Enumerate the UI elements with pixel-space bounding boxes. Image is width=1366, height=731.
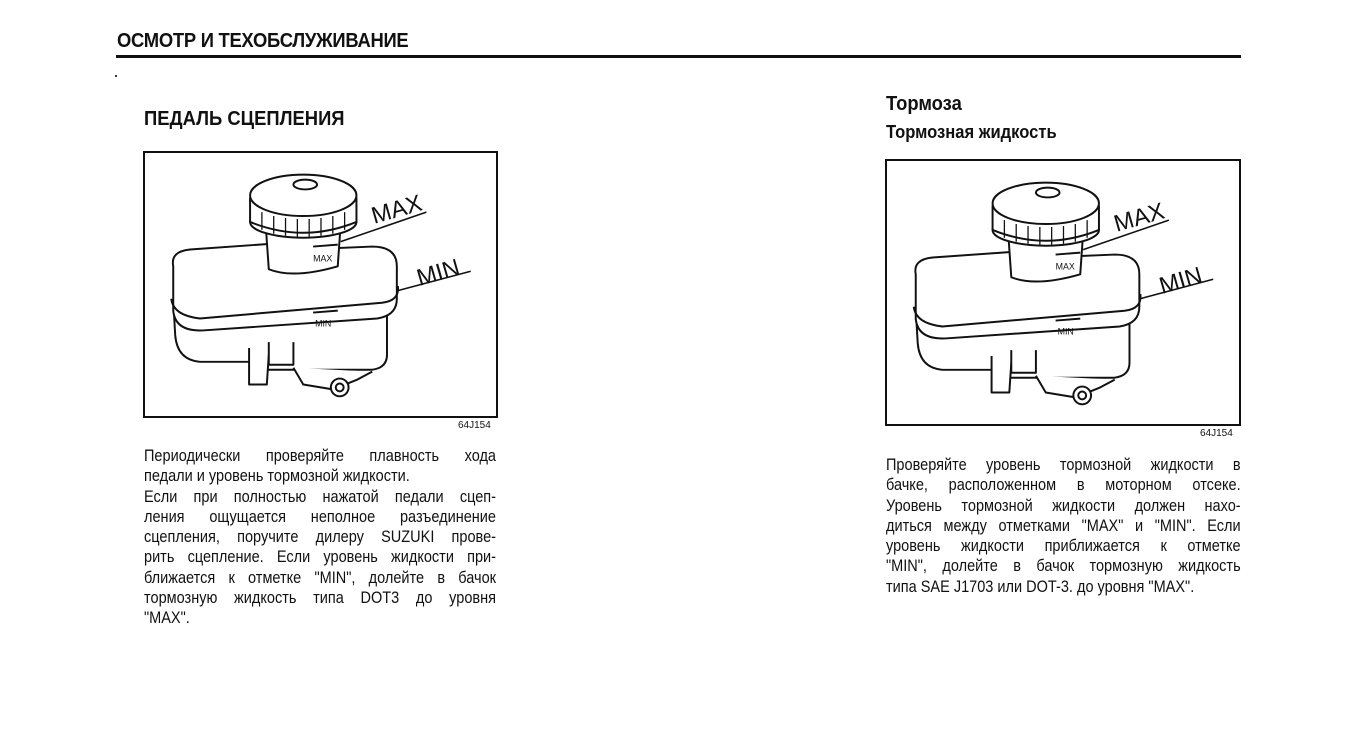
brake-reservoir-figure: MAX MIN MAX MIN [885,159,1241,426]
text-line: Проверяйте уровень тормозной жидкости в [886,456,1241,474]
text-line: тормозную жидкость типа DOT3 до уровня [144,589,496,608]
text-line: ления ощущается неполное разъединение [144,507,496,526]
text-line: Периодически проверяйте плавность хода [144,447,496,465]
text-line: диться между отметками "MAX" и "MIN". Ес… [886,516,1241,535]
text-line: Уровень тормозной жидкости должен нахо- [886,496,1241,515]
text-line: "MIN", долейте в бачок тормозную жидкост… [886,557,1241,576]
text-line: сцепления, поручите дилеру SUZUKI прове- [144,528,496,547]
text-line: уровень жидкости приближается к отметке [886,537,1241,556]
text-line: бачке, расположенном в моторном отсеке. [886,476,1241,495]
min-mark: MIN [1058,326,1074,336]
min-label: MIN [1156,263,1205,300]
text-line: типа SAE J1703 или DOT-3. до уровня "MAX… [886,577,1195,596]
clutch-pedal-heading: ПЕДАЛЬ СЦЕПЛЕНИЯ [144,108,345,130]
reservoir-illustration: MAX MIN MAX MIN [912,181,1214,406]
text-line: "MAX". [144,609,190,628]
text-line: Если при полностью нажатой педали сцеп- [144,487,496,506]
clutch-instructions: Периодически проверяйте плавность хода п… [144,446,496,629]
figure-code: 64J154 [458,420,491,431]
max-label: MAX [369,191,426,230]
brake-fluid-subheading: Тормозная жидкость [886,122,1057,142]
min-mark: MIN [315,318,331,328]
max-label: MAX [1111,199,1168,238]
min-label: MIN [414,255,463,292]
max-mark: MAX [313,253,332,263]
max-mark: MAX [1056,261,1075,271]
page-speck [115,75,117,77]
clutch-reservoir-figure: MAX MIN MAX MIN [143,151,498,418]
header-rule [116,55,1241,58]
brake-fluid-instructions: Проверяйте уровень тормозной жидкости в … [886,455,1241,597]
figure-code: 64J154 [1200,428,1233,439]
text-line: ближается к отметке "MIN", долейте в бач… [144,568,496,587]
text-line: рить сцепление. Если уровень жидкости пр… [144,548,496,567]
brakes-heading: Тормоза [886,93,962,115]
reservoir-illustration: MAX MIN MAX MIN [170,173,471,398]
page-header-title: ОСМОТР И ТЕХОБСЛУЖИВАНИЕ [117,30,409,52]
text-line: педали и уровень тормозной жидкости. [144,467,410,486]
